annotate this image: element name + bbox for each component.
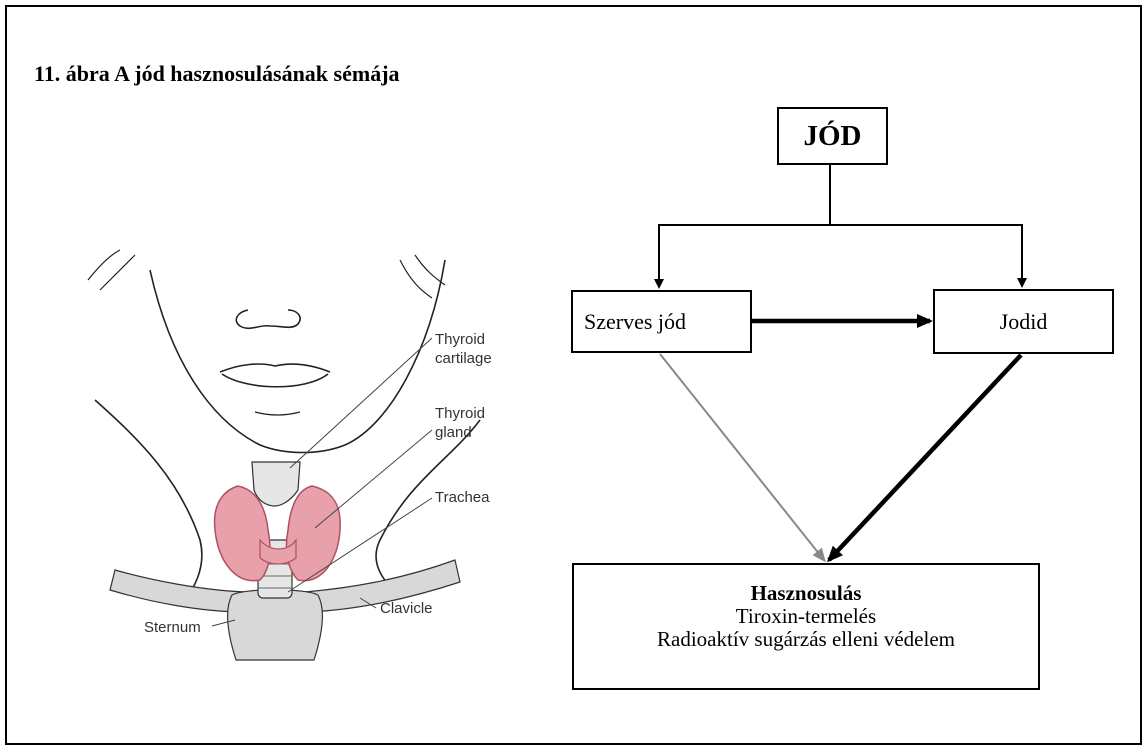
edge-jodid-to-hasznosulas [829, 355, 1021, 560]
node-hasznosulas: Hasznosulás Tiroxin-termelés Radioaktív … [572, 563, 1040, 690]
node-jodid-label: Jodid [1000, 309, 1048, 335]
edge-szerves-to-hasznosulas [660, 354, 824, 560]
node-szerves-jod: Szerves jód [571, 290, 752, 353]
node-szerves-jod-label: Szerves jód [584, 309, 686, 335]
node-hasznosulas-title: Hasznosulás [751, 582, 862, 605]
node-jod: JÓD [777, 107, 888, 165]
node-jodid: Jodid [933, 289, 1114, 354]
node-jod-label: JÓD [804, 120, 862, 153]
node-hasznosulas-line2: Radioaktív sugárzás elleni védelem [657, 628, 955, 651]
node-hasznosulas-line1: Tiroxin-termelés [736, 605, 876, 628]
